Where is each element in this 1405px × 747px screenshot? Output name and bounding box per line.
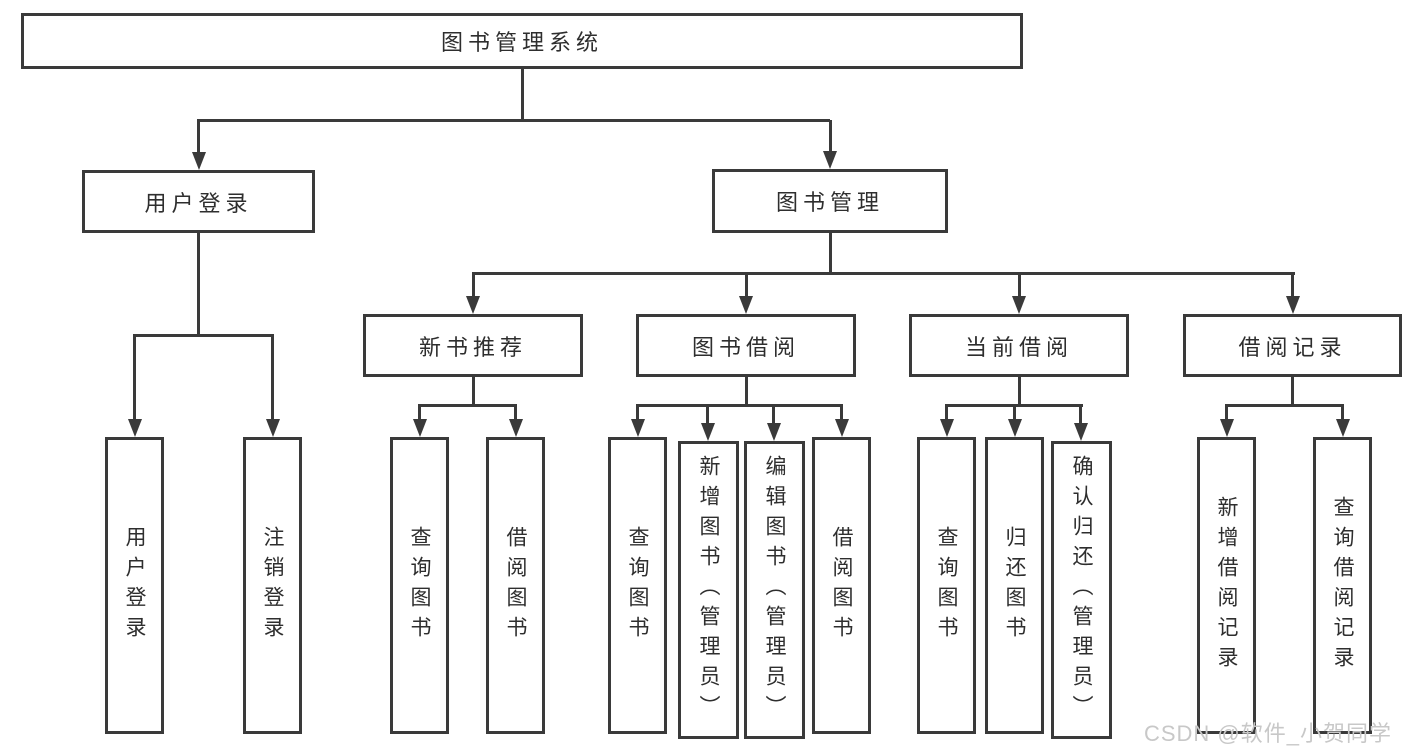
arrowhead (1335, 419, 1350, 437)
connector-root-branch (197, 118, 830, 122)
node-book-management: 图书管理 (712, 169, 948, 233)
leaf-query-books-recommend: 查询图书 (390, 437, 449, 734)
connector-stem (636, 405, 639, 421)
leaf-label: 用户登录 (123, 525, 146, 646)
connector-stem (1291, 273, 1294, 298)
leaf-label: 新增图书（管理员） (697, 455, 720, 725)
connector-stem (1017, 273, 1021, 298)
arrowhead (823, 151, 837, 169)
leaf-borrow-books-recommend: 借阅图书 (486, 437, 545, 734)
connector-stem (1013, 405, 1016, 421)
connector-stem (514, 405, 517, 421)
arrowhead (412, 419, 427, 437)
arrowhead (1012, 296, 1026, 314)
leaf-label: 查询图书 (408, 525, 431, 646)
connector-stem (271, 335, 274, 421)
node-user-login: 用户登录 (82, 170, 315, 233)
connector-stem (471, 377, 475, 407)
node-borrowing-records: 借阅记录 (1183, 314, 1402, 377)
leaf-logout: 注销登录 (243, 437, 302, 734)
arrowhead (191, 152, 206, 170)
connector-stem (1017, 377, 1021, 407)
connector-stem (840, 405, 843, 421)
leaf-add-book-admin: 新增图书（管理员） (678, 441, 739, 739)
arrowhead (1073, 423, 1088, 441)
connector-stem (1341, 405, 1344, 421)
leaf-label: 注销登录 (261, 525, 284, 646)
leaf-label: 查询图书 (935, 525, 958, 646)
connector-stem (197, 120, 200, 154)
connector-branch (1225, 403, 1344, 407)
connector-stem (197, 233, 200, 337)
arrowhead (1007, 419, 1022, 437)
arrowhead (739, 296, 753, 314)
arrowhead (834, 419, 849, 437)
node-new-book-recommendation: 新书推荐 (363, 314, 583, 377)
connector-stem (418, 405, 421, 421)
leaf-label: 新增借阅记录 (1215, 495, 1238, 676)
leaf-query-borrow-record: 查询借阅记录 (1313, 437, 1372, 734)
connector-stem (1291, 377, 1294, 407)
connector-root-stem (520, 69, 524, 120)
leaf-confirm-return-admin: 确认归还（管理员） (1051, 441, 1112, 739)
leaf-label: 借阅图书 (504, 525, 527, 646)
leaf-label: 编辑图书（管理员） (763, 455, 786, 725)
arrowhead (630, 419, 645, 437)
connector-stem (1225, 405, 1228, 421)
connector-stem (828, 233, 832, 275)
arrowhead (265, 419, 280, 437)
connector-branch (133, 333, 274, 337)
connector-stem (133, 335, 136, 421)
arrowhead (466, 296, 480, 314)
leaf-borrow-books-borrow: 借阅图书 (812, 437, 871, 734)
leaf-label: 借阅图书 (830, 525, 853, 646)
arrowhead (939, 419, 954, 437)
leaf-user-login: 用户登录 (105, 437, 164, 734)
connector-stem (945, 405, 948, 421)
leaf-label: 确认归还（管理员） (1070, 455, 1093, 725)
arrowhead (766, 423, 781, 441)
arrowhead (127, 419, 142, 437)
connector-stem (772, 405, 775, 425)
leaf-label: 查询图书 (626, 525, 649, 646)
connector-stem (471, 273, 475, 298)
node-library-system: 图书管理系统 (21, 13, 1023, 69)
leaf-label: 查询借阅记录 (1331, 495, 1354, 676)
connector-branch (471, 271, 1295, 275)
leaf-query-books-borrow: 查询图书 (608, 437, 667, 734)
connector-branch (636, 403, 843, 407)
leaf-return-book: 归还图书 (985, 437, 1044, 734)
connector-stem (1079, 405, 1082, 425)
leaf-add-borrow-record: 新增借阅记录 (1197, 437, 1256, 734)
arrowhead (508, 419, 523, 437)
connector-stem (706, 405, 709, 425)
leaf-edit-book-admin: 编辑图书（管理员） (744, 441, 805, 739)
node-book-borrowing: 图书借阅 (636, 314, 856, 377)
leaf-query-books-current: 查询图书 (917, 437, 976, 734)
arrowhead (1285, 296, 1300, 314)
connector-branch (418, 403, 517, 407)
leaf-label: 归还图书 (1003, 525, 1026, 646)
arrowhead (1219, 419, 1234, 437)
connector-stem (744, 377, 748, 407)
watermark: CSDN @软件_小贺同学 (1143, 721, 1392, 746)
connector-stem (744, 273, 748, 298)
connector-stem (828, 120, 832, 153)
arrowhead (700, 423, 715, 441)
node-current-borrowing: 当前借阅 (909, 314, 1129, 377)
